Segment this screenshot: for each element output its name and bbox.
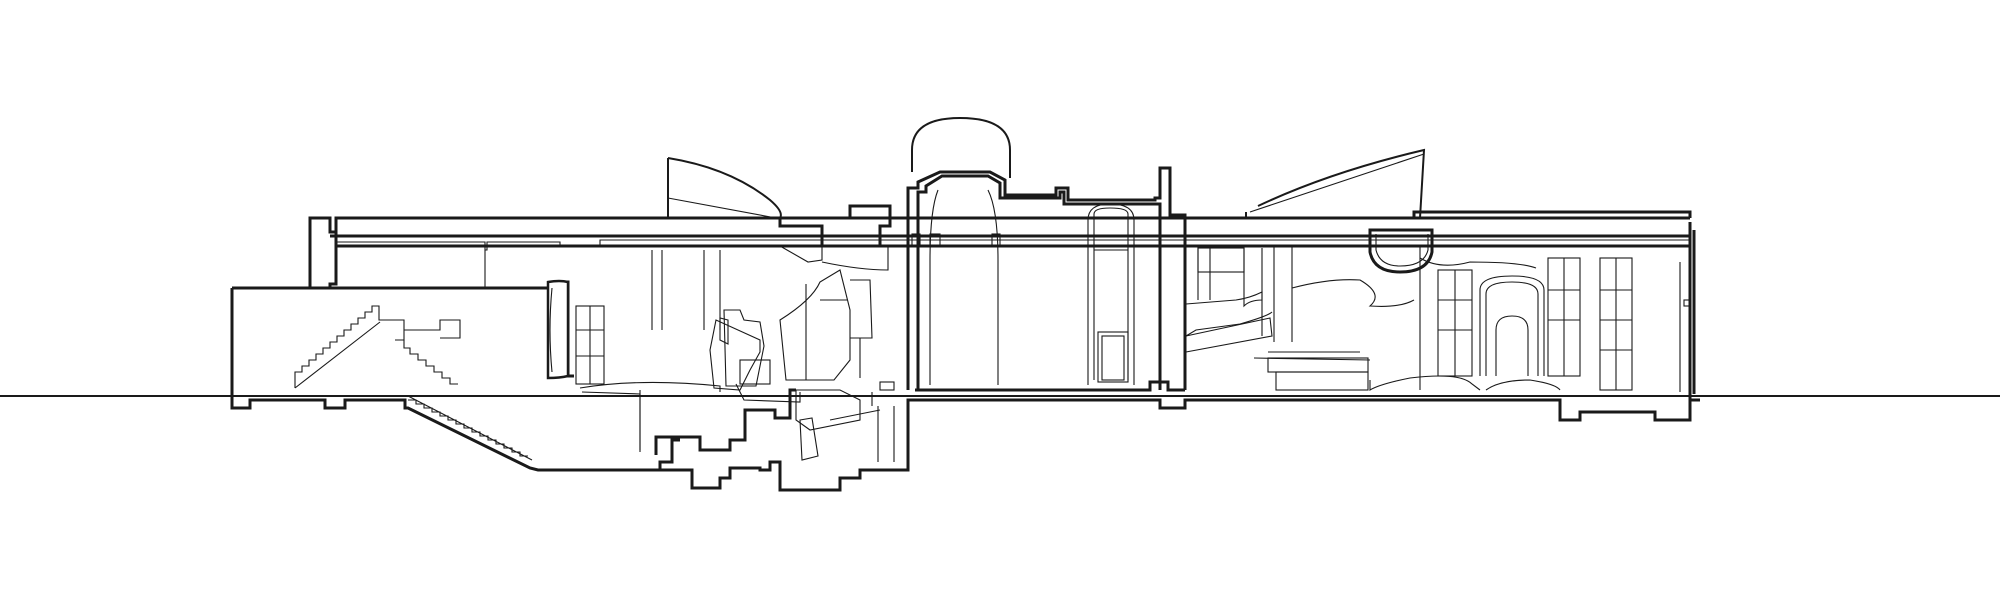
- stair-hall: [294, 305, 533, 461]
- section-outline: [230, 216, 1700, 492]
- left-roof-fin: [667, 157, 892, 271]
- right-interior: [1185, 246, 1691, 392]
- central-tower: [906, 116, 1187, 390]
- right-roof-fin: [1245, 148, 1692, 274]
- left-interior: [484, 250, 895, 462]
